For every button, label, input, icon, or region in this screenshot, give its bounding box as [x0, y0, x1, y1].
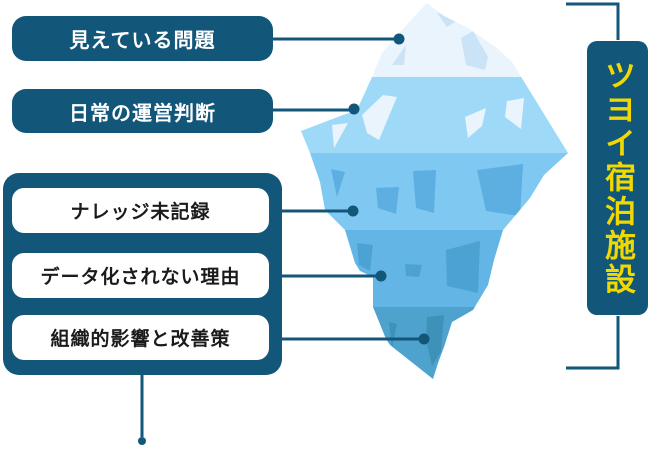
ice-shards-layer-5: [389, 315, 444, 366]
label-daily-operations: 日常の運営判断: [12, 89, 273, 133]
stem-end-dot: [138, 437, 146, 445]
label-visible-problem-text: 見えている問題: [69, 28, 216, 52]
label-org-impact-improvement-text: 組織的影響と改善策: [50, 328, 231, 350]
label-data-not-captured: データ化されない理由: [12, 253, 269, 298]
side-label-strong-lodging: ツヨイ宿泊施設: [587, 41, 648, 315]
label-org-impact-improvement: 組織的影響と改善策: [12, 315, 269, 360]
connector-dots: [138, 33, 430, 445]
bracket-top-line: [566, 2, 620, 40]
ice-shards-layer-2: [332, 95, 524, 148]
side-label-text: ツヨイ宿泊施設: [599, 59, 635, 297]
connector-lines: [140, 37, 420, 437]
connector-dot-daily-ops: [348, 103, 360, 115]
label-knowledge-unrecorded: ナレッジ未記録: [12, 188, 269, 233]
label-visible-problem: 見えている問題: [12, 16, 273, 61]
ice-shards-layer-4: [357, 241, 480, 293]
connector-dot-knowledge: [347, 205, 359, 217]
label-data-not-captured-text: データ化されない理由: [40, 266, 241, 288]
label-knowledge-unrecorded-text: ナレッジ未記録: [70, 201, 211, 223]
bracket-bottom-line: [566, 316, 620, 370]
iceberg-silhouette: [301, 3, 568, 379]
ice-shards-layer-3: [331, 164, 523, 216]
ice-shards-layer-1: [392, 13, 488, 70]
connector-dot-visible-problem: [393, 33, 405, 45]
iceberg-layer-2: [301, 77, 568, 153]
iceberg-layer-4: [301, 230, 568, 307]
side-bracket: [566, 2, 620, 370]
label-daily-operations-text: 日常の運営判断: [69, 100, 216, 125]
connector-dot-data-reason: [375, 270, 387, 282]
connector-dot-org-impact: [418, 333, 430, 345]
